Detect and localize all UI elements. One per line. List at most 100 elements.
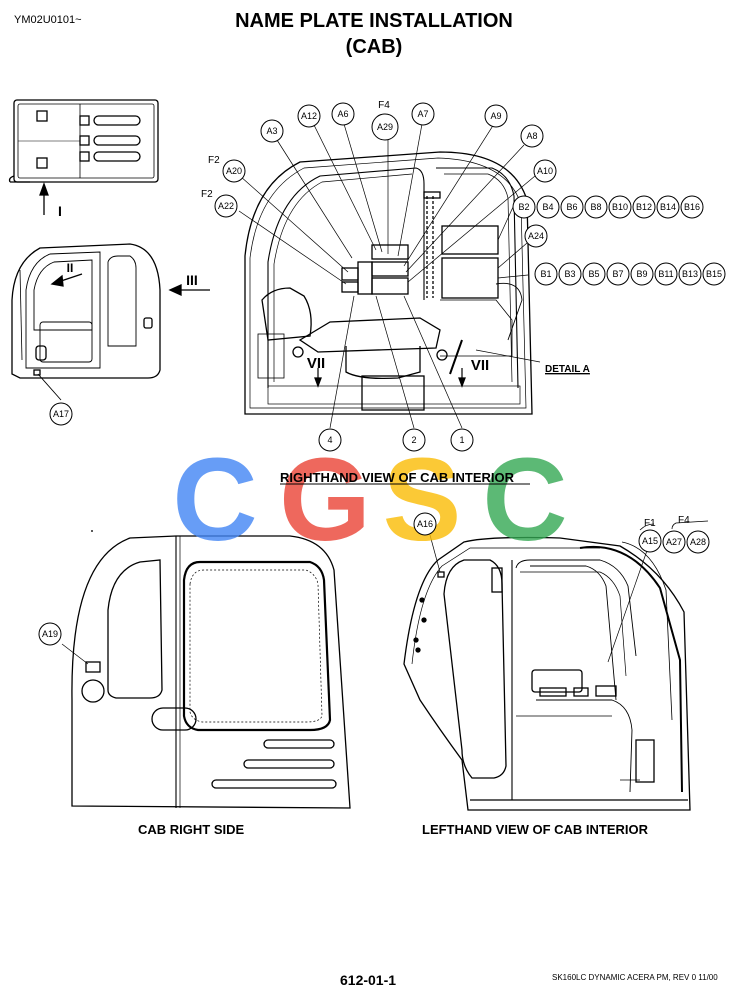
view-title-righthand-interior: RIGHTHAND VIEW OF CAB INTERIOR <box>280 470 515 485</box>
callout-a15-label: A15 <box>642 536 658 546</box>
watermark-letter-c2: C <box>482 440 567 550</box>
callout-a6-label: A6 <box>337 109 348 119</box>
callout-b-bottom-5: B11 <box>654 262 678 286</box>
fuse-ref-f4-bottom: F4 <box>678 515 690 526</box>
callout-n4: 4 <box>318 428 342 452</box>
callout-a28: A28 <box>686 530 710 554</box>
callout-a10: A10 <box>533 159 557 183</box>
arrow-label-iii: III <box>186 272 198 288</box>
callout-a22-label: A22 <box>218 201 234 211</box>
lefthand-cab-interior <box>403 520 709 811</box>
cab-top-view <box>8 99 159 183</box>
callout-a12: A12 <box>297 104 321 128</box>
callout-b-bottom-6: B13 <box>678 262 702 286</box>
view-label-vii-right: VII <box>471 357 489 374</box>
document-id: YM02U0101~ <box>14 14 82 26</box>
callout-a19: A19 <box>38 622 62 646</box>
callout-b-top-2: B6 <box>560 195 584 219</box>
callout-b-top-0-label: B2 <box>518 202 529 212</box>
callout-b-bottom-7-label: B15 <box>706 269 722 279</box>
cab-right-side-exterior <box>61 530 351 809</box>
watermark-letter-g: G <box>279 440 371 550</box>
callout-a19-label: A19 <box>42 629 58 639</box>
callout-n2: 2 <box>402 428 426 452</box>
callout-b-top-1-label: B4 <box>542 202 553 212</box>
callout-a3-label: A3 <box>266 126 277 136</box>
view-title-cab-right-side: CAB RIGHT SIDE <box>138 822 245 837</box>
callout-b-bottom-1: B3 <box>558 262 582 286</box>
callout-b-bottom-2: B5 <box>582 262 606 286</box>
detail-a-label: DETAIL A <box>545 364 590 375</box>
callout-b-bottom-2-label: B5 <box>588 269 599 279</box>
callout-b-top-6: B14 <box>656 195 680 219</box>
callout-a7-label: A7 <box>417 109 428 119</box>
callout-b-top-6-label: B14 <box>660 202 676 212</box>
page-title: NAME PLATE INSTALLATION <box>235 10 513 32</box>
callout-b-bottom-0-label: B1 <box>540 269 551 279</box>
fuse-ref-f2-a: F2 <box>208 155 220 166</box>
fuse-ref-f1: F1 <box>644 518 656 529</box>
callout-a17-label: A17 <box>53 409 69 419</box>
view-title-lefthand-interior: LEFTHAND VIEW OF CAB INTERIOR <box>422 822 649 837</box>
callout-a12-label: A12 <box>301 111 317 121</box>
callout-n1: 1 <box>450 428 474 452</box>
callout-a9: A9 <box>484 104 508 128</box>
callout-a10-label: A10 <box>537 166 553 176</box>
righthand-cab-interior <box>238 123 541 429</box>
callout-b-bottom-3-label: B7 <box>612 269 623 279</box>
callout-b-top-7: B16 <box>680 195 704 219</box>
callout-a27-label: A27 <box>666 537 682 547</box>
revision-note: SK160LC DYNAMIC ACERA PM, REV 0 11/00 <box>552 973 718 982</box>
callout-a29: A29 <box>371 113 399 141</box>
cgsc-watermark: C G S C <box>172 440 567 550</box>
callout-b-top-4: B10 <box>608 195 632 219</box>
arrow-label-ii: II <box>67 261 74 275</box>
callout-n4-label: 4 <box>327 435 332 445</box>
callout-b-bottom-6-label: B13 <box>682 269 698 279</box>
callout-a28-label: A28 <box>690 537 706 547</box>
fuse-ref-f4-top: F4 <box>378 100 390 111</box>
callout-a24-label: A24 <box>528 231 544 241</box>
callout-b-bottom-4: B9 <box>630 262 654 286</box>
callout-a20-label: A20 <box>226 166 242 176</box>
page-subtitle: (CAB) <box>345 36 403 58</box>
callout-a17: A17 <box>49 402 73 426</box>
callout-b-top-2-label: B6 <box>566 202 577 212</box>
callout-b-bottom-3: B7 <box>606 262 630 286</box>
callout-b-top-0: B2 <box>512 195 536 219</box>
callout-a15: A15 <box>638 529 662 553</box>
callout-b-top-5: B12 <box>632 195 656 219</box>
callout-a16-label: A16 <box>417 519 433 529</box>
callout-b-bottom-0: B1 <box>534 262 558 286</box>
callout-b-top-4-label: B10 <box>612 202 628 212</box>
callout-a27: A27 <box>662 530 686 554</box>
callout-a6: A6 <box>331 102 355 126</box>
callout-a16: A16 <box>413 512 437 536</box>
callout-a3: A3 <box>260 119 284 143</box>
cab-side-view <box>11 243 161 379</box>
watermark-letter-c1: C <box>172 440 257 550</box>
callout-n2-label: 2 <box>411 435 416 445</box>
callout-b-bottom-4-label: B9 <box>636 269 647 279</box>
callout-a7: A7 <box>411 102 435 126</box>
callout-a8: A8 <box>520 124 544 148</box>
callout-b-top-1: B4 <box>536 195 560 219</box>
callout-n1-label: 1 <box>459 435 464 445</box>
callout-a9-label: A9 <box>490 111 501 121</box>
callout-b-bottom-5-label: B11 <box>658 269 673 279</box>
callout-b-top-3-label: B8 <box>590 202 601 212</box>
callout-a22: A22 <box>214 194 238 218</box>
callout-b-bottom-1-label: B3 <box>564 269 575 279</box>
view-label-vii-left: VII <box>307 355 325 372</box>
callout-a24: A24 <box>524 224 548 248</box>
callout-b-bottom-7: B15 <box>702 262 726 286</box>
page-number: 612-01-1 <box>340 972 397 988</box>
fuse-ref-f2-b: F2 <box>201 189 213 200</box>
callout-a8-label: A8 <box>526 131 537 141</box>
arrow-label-i: I <box>58 203 62 219</box>
callout-a20: A20 <box>222 159 246 183</box>
callout-a29-label: A29 <box>377 122 393 132</box>
callout-b-top-3: B8 <box>584 195 608 219</box>
callout-b-top-7-label: B16 <box>684 202 700 212</box>
